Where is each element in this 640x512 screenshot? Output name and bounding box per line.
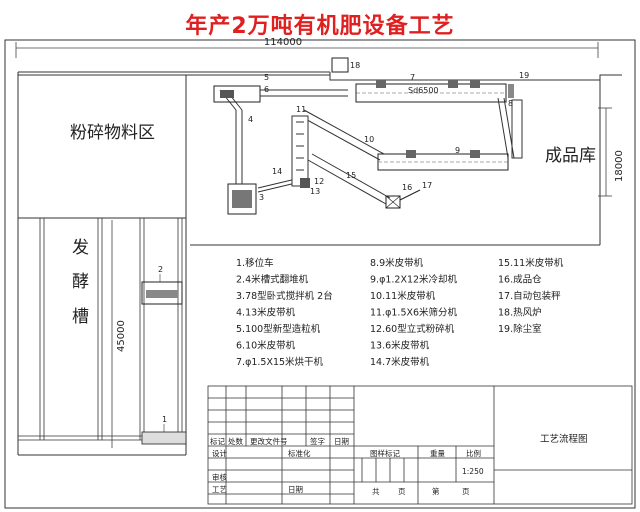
tb-total: 共 xyxy=(372,487,380,496)
belt-conveyors-left xyxy=(219,89,301,193)
drawing-frame xyxy=(4,39,636,509)
callout-9: 9 xyxy=(455,146,460,155)
zone-crushing-area: 粉碎物料区 xyxy=(70,123,155,143)
building-outline xyxy=(17,71,622,456)
callout-12: 12 xyxy=(314,177,324,186)
tb-drawing-name: 工艺流程图 xyxy=(540,433,588,445)
legend-item: 15.11米皮带机 xyxy=(498,257,564,269)
legend-item: 7.φ1.5X15米烘干机 xyxy=(236,356,324,368)
callout-17: 17 xyxy=(422,181,432,190)
tb-standard: 标准化 xyxy=(288,448,311,458)
belt-15 xyxy=(307,153,391,205)
legend-item: 19.除尘室 xyxy=(498,323,542,335)
legend-item: 6.10米皮带机 xyxy=(236,340,296,352)
legend-item: 12.60型立式粉碎机 xyxy=(370,323,455,335)
legend-item: 1.移位车 xyxy=(236,257,274,269)
dimension-height-left: 45000 xyxy=(111,220,127,448)
equipment-legend: 1.移位车 8.9米皮带机 15.11米皮带机 2.4米槽式翻堆机 9.φ1.2X12米… xyxy=(236,257,564,368)
callout-10: 10 xyxy=(364,135,374,144)
belt-6 xyxy=(260,89,348,97)
legend-item: 10.11米皮带机 xyxy=(370,290,436,302)
dimension-width: 114000 xyxy=(15,37,599,58)
legend-item: 2.4米槽式翻堆机 xyxy=(236,274,309,286)
tb-review: 审核 xyxy=(212,472,227,482)
zone-fermentation-char-1: 发 xyxy=(72,238,89,258)
zone-finished-warehouse: 成品库 xyxy=(545,146,596,166)
callout-18: 18 xyxy=(350,61,360,70)
callout-15: 15 xyxy=(346,171,356,180)
callout-16: 16 xyxy=(402,183,412,192)
callout-4: 4 xyxy=(248,115,253,124)
fermentation-tanks xyxy=(18,218,186,441)
legend-item: 4.13米皮带机 xyxy=(236,307,296,319)
product-bin-16: 16 xyxy=(385,183,412,209)
callout-7: 7 xyxy=(410,73,415,82)
tb-design: 设计 xyxy=(212,448,227,458)
callout-19: 19 xyxy=(519,71,529,80)
tb-header-doc: 更改文件号 xyxy=(250,436,288,446)
hot-air-furnace-18: 18 xyxy=(331,57,360,73)
tb-date: 日期 xyxy=(288,485,303,494)
legend-item: 3.78型卧式搅拌机 2台 xyxy=(236,290,333,302)
dryer-model-label: Sd6500 xyxy=(408,86,439,95)
tb-header-mark: 标记 xyxy=(210,436,225,446)
callout-14: 14 xyxy=(272,167,282,176)
tb-scale-value: 1:250 xyxy=(462,467,484,476)
mixer-3: 3 xyxy=(227,183,264,215)
belt-8: 8 xyxy=(497,97,523,159)
tb-scale-label: 比例 xyxy=(466,448,481,458)
callout-5: 5 xyxy=(264,73,269,82)
transfer-car-1: 1 xyxy=(141,415,187,445)
screener-11 xyxy=(291,109,385,187)
crusher-12: 12 xyxy=(300,177,324,188)
dryer-7: 7 Sd6500 xyxy=(355,73,507,103)
packing-scale-17: 17 xyxy=(399,181,432,201)
tb-header-sign: 签字 xyxy=(310,436,325,446)
tb-header-count: 处数 xyxy=(228,436,243,446)
callout-2: 2 xyxy=(158,265,163,274)
legend-item: 14.7米皮带机 xyxy=(370,356,430,368)
callout-13: 13 xyxy=(310,187,320,196)
tb-weight: 重量 xyxy=(430,449,445,458)
cooler-9: 9 xyxy=(377,146,509,171)
tb-page-no: 第 xyxy=(432,486,440,496)
legend-item: 9.φ1.2X12米冷却机 xyxy=(370,274,458,286)
zone-fermentation-char-2: 酵 xyxy=(72,272,89,292)
title-block-text: 标记 处数 更改文件号 签字 日期 设计 标准化 审核 工艺 日期 图样标记 重… xyxy=(210,433,588,496)
callout-6: 6 xyxy=(264,85,269,94)
callout-11: 11 xyxy=(296,105,306,114)
callout-1: 1 xyxy=(162,415,167,424)
dimension-height-right: 18000 xyxy=(598,107,625,197)
legend-item: 17.自动包装秤 xyxy=(498,290,561,302)
legend-item: 11.φ1.5X6米筛分机 xyxy=(370,307,458,319)
tb-process: 工艺 xyxy=(212,485,227,494)
legend-item: 16.成品仓 xyxy=(498,274,542,286)
granulator-5: 5 xyxy=(213,73,269,103)
legend-item: 8.9米皮带机 xyxy=(370,257,424,269)
tb-page-unit: 页 xyxy=(462,487,470,496)
title-block xyxy=(207,385,633,505)
dimension-height-right-label: 18000 xyxy=(614,150,625,182)
callout-3: 3 xyxy=(259,193,264,202)
zone-fermentation-char-3: 槽 xyxy=(72,307,89,327)
dust-chamber-19: 19 xyxy=(508,71,529,98)
trough-turner-2: 2 xyxy=(141,265,183,305)
legend-item: 13.6米皮带机 xyxy=(370,340,430,352)
diagram-title: 年产2万吨有机肥设备工艺 xyxy=(185,14,455,39)
callout-8: 8 xyxy=(508,99,513,108)
legend-item: 5.100型新型造粒机 xyxy=(236,323,321,335)
dimension-width-label: 114000 xyxy=(264,37,302,48)
tb-total-pages: 页 xyxy=(398,487,406,496)
legend-item: 18.热风炉 xyxy=(498,307,542,319)
dimension-height-left-label: 45000 xyxy=(116,320,127,352)
tb-stage-mark: 图样标记 xyxy=(370,448,400,458)
tb-header-date: 日期 xyxy=(334,437,349,446)
